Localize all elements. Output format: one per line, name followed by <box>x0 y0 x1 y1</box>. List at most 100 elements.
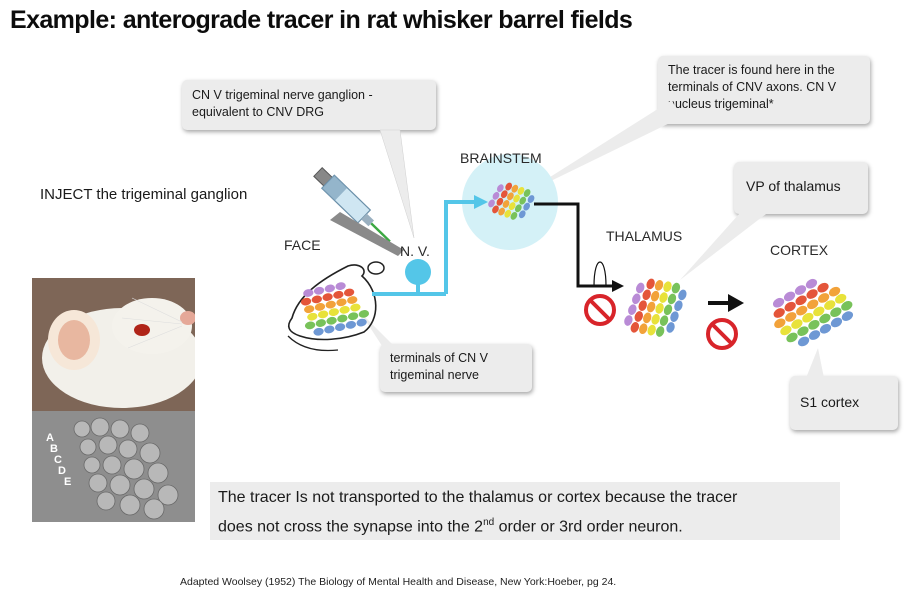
barrel <box>663 281 672 293</box>
thalamus-barrels <box>624 278 687 337</box>
barrel <box>304 305 315 314</box>
barrel <box>650 290 660 302</box>
barrel <box>488 199 495 208</box>
barrel <box>797 336 810 347</box>
barrel <box>324 284 335 293</box>
barrel <box>841 311 854 321</box>
callout-vp-pointer <box>680 204 766 280</box>
barrel <box>505 182 513 191</box>
barrel <box>347 296 358 304</box>
barrel <box>502 200 510 208</box>
citation-footer: Adapted Woolsey (1952) The Biology of Me… <box>180 576 617 588</box>
barrel <box>333 290 344 299</box>
barrel <box>307 312 318 321</box>
barrel <box>313 286 325 295</box>
barrel <box>643 312 652 324</box>
barrel <box>791 319 803 329</box>
barrel-row-label: C <box>54 454 62 466</box>
barrel <box>508 202 516 211</box>
callout-ganglion-line2: equivalent to CNV DRG <box>192 105 325 119</box>
brainstem-to-thalamus-path <box>534 202 612 288</box>
callout-tracer-pointer <box>520 100 680 196</box>
barrel <box>655 303 664 314</box>
brainstem-barrels <box>488 182 535 220</box>
barrel <box>786 332 798 343</box>
barrel <box>315 319 326 327</box>
face-eye <box>367 261 385 275</box>
barrel <box>492 205 499 214</box>
barrel <box>311 295 322 304</box>
callout-vp-thalamus-text: VP of thalamus <box>746 178 841 194</box>
barrel <box>496 197 504 206</box>
barrel <box>808 330 821 340</box>
synapse-bump <box>593 261 607 287</box>
barrel <box>784 301 796 312</box>
barrel <box>819 313 831 324</box>
barrel <box>334 323 346 332</box>
note-line2: does not cross the synapse into the 2nd … <box>218 510 832 539</box>
barrel <box>343 288 355 297</box>
barrel <box>326 316 337 325</box>
barrel <box>511 184 519 193</box>
barrel <box>671 282 681 294</box>
barrel <box>796 305 808 316</box>
barrel <box>670 311 679 322</box>
barrel <box>317 310 329 319</box>
barrel <box>628 304 637 315</box>
barrel <box>659 292 668 303</box>
barrel <box>510 211 518 220</box>
barrel <box>646 278 655 290</box>
barrel <box>806 289 818 299</box>
barrel <box>795 295 807 306</box>
trigeminal-ganglion <box>405 259 431 285</box>
barrel <box>636 282 645 294</box>
barrel <box>519 196 527 205</box>
barrel <box>303 289 314 297</box>
face-barrels <box>300 282 370 336</box>
barrel <box>663 304 673 316</box>
barrel <box>773 308 785 318</box>
label-thalamus: THALAMUS <box>606 228 682 244</box>
barrel <box>830 317 843 328</box>
barrel <box>828 286 841 297</box>
barrel <box>527 195 535 203</box>
barrel <box>336 298 347 307</box>
barrel <box>772 297 785 308</box>
callout-terminals-pointer <box>360 312 398 352</box>
barrel <box>358 310 370 318</box>
barrel <box>667 293 677 305</box>
barrel <box>496 184 504 193</box>
barrel <box>818 293 830 303</box>
label-cortex: CORTEX <box>770 242 829 258</box>
rat-illustration <box>32 278 195 411</box>
barrel <box>500 190 508 199</box>
barrel <box>632 293 641 305</box>
barrel <box>518 210 526 219</box>
slide-title: Example: anterograde tracer in rat whisk… <box>10 6 633 34</box>
brainstem-glow <box>462 154 558 250</box>
barrel-field-illustration <box>32 411 195 522</box>
barrel <box>666 322 675 333</box>
rat-photo <box>32 278 195 411</box>
barrel <box>300 297 312 306</box>
barrel <box>324 325 335 334</box>
barrel <box>630 322 640 333</box>
callout-vp-thalamus: VP of thalamus <box>734 162 868 214</box>
label-face: FACE <box>284 237 321 253</box>
callout-s1-cortex: S1 cortex <box>790 376 898 430</box>
nerve-arrowhead <box>474 195 488 209</box>
syringe-icon <box>313 166 391 243</box>
barrel <box>517 186 525 195</box>
barrel <box>830 307 842 317</box>
cortex-barrels <box>772 278 854 347</box>
barrel <box>350 303 361 312</box>
barrel <box>498 207 505 216</box>
barrel <box>646 301 656 313</box>
barrel <box>678 289 687 301</box>
barrel <box>639 323 648 335</box>
note-line1: The tracer Is not transported to the tha… <box>218 489 738 506</box>
callout-ganglion-line1: CN V trigeminal nerve ganglion - <box>192 88 373 102</box>
barrel <box>659 315 669 326</box>
barrel <box>802 312 814 323</box>
